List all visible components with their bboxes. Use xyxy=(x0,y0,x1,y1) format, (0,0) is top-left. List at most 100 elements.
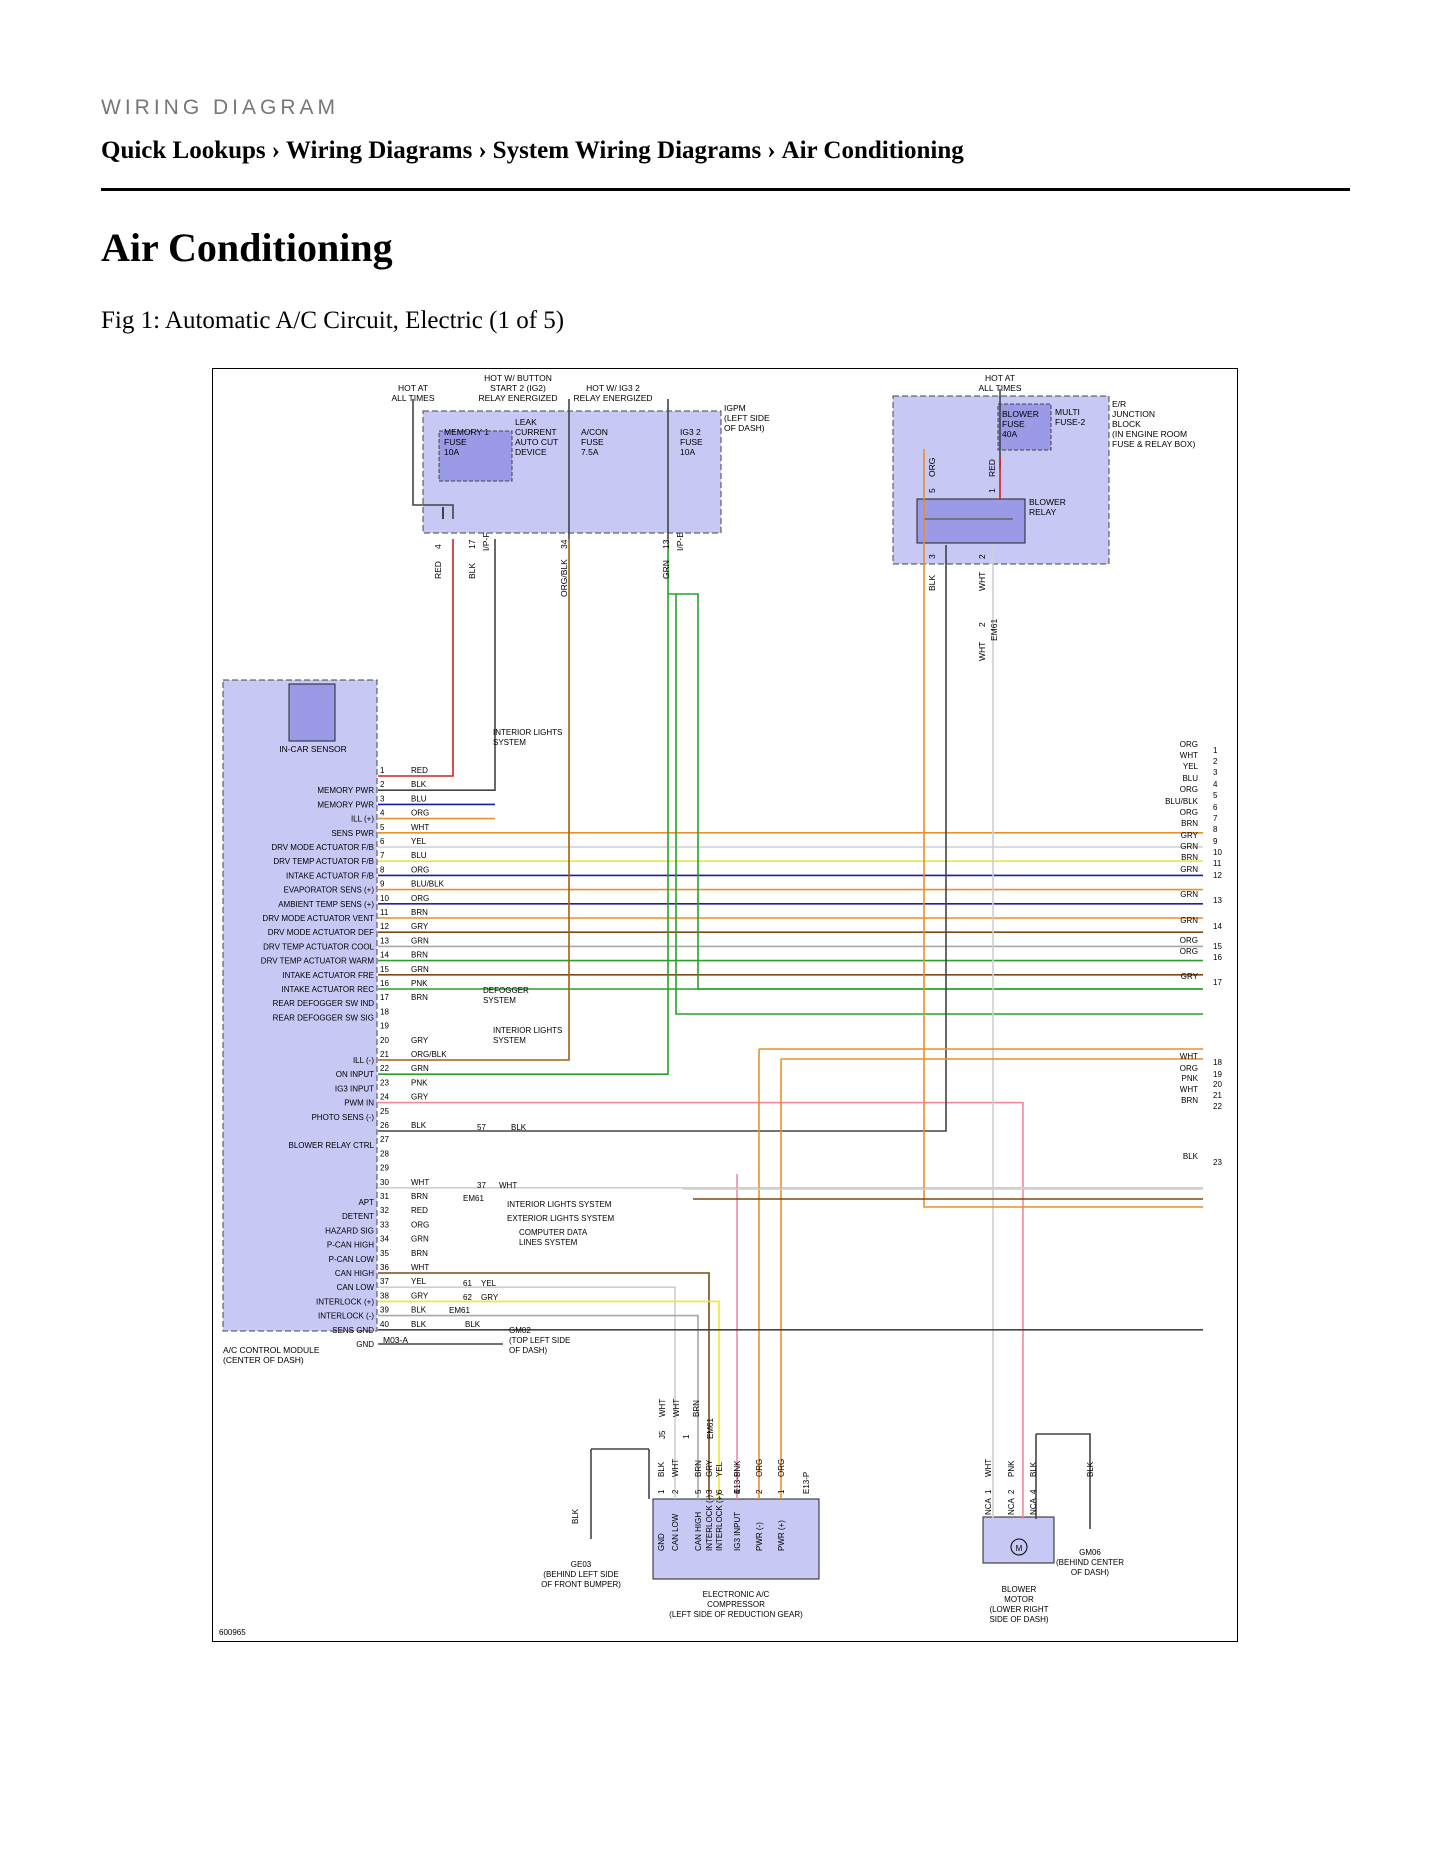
module-pin-color: WHT xyxy=(411,1263,429,1272)
in-car-sensor-label: IN-CAR SENSOR xyxy=(279,744,347,754)
right-edge-color: GRN xyxy=(1180,916,1198,925)
breadcrumb-system-wiring-diagrams[interactable]: System Wiring Diagrams xyxy=(492,137,762,164)
module-pin-number: 8 xyxy=(380,865,385,874)
compressor-wire-color: ORG xyxy=(755,1459,764,1477)
blower-motor-label: SIDE OF DASH) xyxy=(989,1615,1048,1624)
igpm-hot-button-label: START 2 (IG2) xyxy=(490,383,546,393)
right-edge-number: 12 xyxy=(1213,871,1222,880)
module-pin-color: BLU xyxy=(411,794,427,803)
compressor-upper-color: BRN xyxy=(692,1400,701,1417)
module-pin-color: ORG xyxy=(411,1220,429,1229)
igpm-label: (LEFT SIDE xyxy=(724,413,770,423)
right-edge-color: YEL xyxy=(1183,762,1199,771)
module-pin-function: DRV MODE ACTUATOR F/B xyxy=(271,843,374,852)
wire-color-label: WHT xyxy=(977,572,987,591)
er-box-label: E/R xyxy=(1112,399,1126,409)
right-edge-color: GRN xyxy=(1180,865,1198,874)
leak-device-label: AUTO CUT xyxy=(515,437,558,447)
right-edge-color: GRN xyxy=(1180,890,1198,899)
acon-fuse-label: 7.5A xyxy=(581,447,599,457)
right-edge-number: 19 xyxy=(1213,1070,1222,1079)
right-edge-color: PNK xyxy=(1182,1074,1199,1083)
igpm-pin: 34 xyxy=(559,539,569,549)
module-pin-function: HAZARD SIG xyxy=(325,1226,374,1235)
module-pin-number: 26 xyxy=(380,1121,389,1130)
ge03-label: OF FRONT BUMPER) xyxy=(541,1580,621,1589)
module-pin-function: GND xyxy=(356,1340,374,1349)
module-pin-number: 30 xyxy=(380,1178,389,1187)
module-pin-color: WHT xyxy=(411,823,429,832)
multi-fuse-label: FUSE-2 xyxy=(1055,417,1086,427)
page-eyebrow: WIRING DIAGRAM xyxy=(101,96,339,119)
wire-color-label: GRN xyxy=(661,560,671,579)
module-pin-function: REAR DEFOGGER SW SIG xyxy=(273,1013,374,1022)
er-pin: 3 xyxy=(927,554,937,559)
wire-color-label: BLK xyxy=(927,575,937,591)
module-pin-function: SENS PWR xyxy=(331,829,374,838)
right-edge-number: 22 xyxy=(1213,1102,1222,1111)
right-edge-number: 18 xyxy=(1213,1058,1222,1067)
module-pin-number: 36 xyxy=(380,1263,389,1272)
right-edge-color: ORG xyxy=(1180,1064,1198,1073)
gm02-label: (TOP LEFT SIDE xyxy=(509,1336,570,1345)
blower-fuse-box xyxy=(997,403,1052,451)
right-edge-color: GRY xyxy=(1181,972,1199,981)
breadcrumb-air-conditioning[interactable]: Air Conditioning xyxy=(781,137,964,164)
module-pin-number: 22 xyxy=(380,1064,389,1073)
compressor-wire-color: GRY xyxy=(705,1459,714,1477)
breadcrumb-quick-lookups[interactable]: Quick Lookups xyxy=(101,137,266,164)
igpm-hot-label: ALL TIMES xyxy=(392,393,435,403)
compressor-upper-color: WHT xyxy=(672,1399,681,1417)
module-pin-color: GRY xyxy=(411,922,429,931)
right-edge-color: BLU/BLK xyxy=(1165,797,1199,806)
module-pin-number: 16 xyxy=(380,979,389,988)
compressor-label: (LEFT SIDE OF REDUCTION GEAR) xyxy=(669,1610,803,1619)
right-edge-number: 4 xyxy=(1213,780,1218,789)
module-pin-color: BLU xyxy=(411,851,427,860)
right-edge-color: WHT xyxy=(1180,1085,1198,1094)
module-pin-number: 18 xyxy=(380,1007,389,1016)
module-pin-number: 24 xyxy=(380,1093,389,1102)
blower-fuse-label: BLOWER xyxy=(1002,409,1039,419)
module-pin-function: CAN LOW xyxy=(337,1283,375,1292)
blower-motor-wire-color: BLK xyxy=(1086,1461,1095,1477)
wire-ill-neg xyxy=(378,539,570,1061)
right-edge-color: ORG xyxy=(1180,808,1198,817)
module-pin-number: 40 xyxy=(380,1320,389,1329)
module-pin-number: 9 xyxy=(380,880,385,889)
compressor-wire-color: WHT xyxy=(671,1459,680,1477)
module-pin-number: 6 xyxy=(380,837,385,846)
module-pin-color: BLK xyxy=(411,1121,427,1130)
blower-motor-pin: NCA xyxy=(1029,1497,1038,1515)
memory-fuse-label: FUSE xyxy=(444,437,467,447)
igpm-pin: 4 xyxy=(433,544,443,549)
compressor-wire-color: PNK xyxy=(733,1460,742,1477)
compressor-wire-color: YEL xyxy=(715,1461,724,1477)
module-pin-function: CAN HIGH xyxy=(335,1269,374,1278)
module-pin-function: P-CAN LOW xyxy=(329,1255,375,1264)
er-box-label: FUSE & RELAY BOX) xyxy=(1112,439,1195,449)
em61-pin: 2 xyxy=(977,622,987,627)
memory-fuse-label: 10A xyxy=(444,447,459,457)
right-edge-number: 3 xyxy=(1213,768,1218,777)
right-edge-color: BLK xyxy=(1183,1152,1199,1161)
compressor-pin-function: INTERLOCK (+) xyxy=(715,1493,724,1551)
splice-label: 57 xyxy=(477,1123,486,1132)
right-edge-color: ORG xyxy=(1180,785,1198,794)
er-box-label: BLOCK xyxy=(1112,419,1141,429)
breadcrumb-wiring-diagrams[interactable]: Wiring Diagrams xyxy=(286,137,473,164)
compressor-pin-function: IG3 INPUT xyxy=(733,1512,742,1551)
module-pin-color: BRN xyxy=(411,1249,428,1258)
module-pin-number: 39 xyxy=(380,1306,389,1315)
compressor-pin-number: 3 xyxy=(705,1489,714,1494)
computer-data-ref: COMPUTER DATA xyxy=(519,1228,588,1237)
leak-device-label: CURRENT xyxy=(515,427,557,437)
interior-lights-ref: INTERIOR LIGHTS xyxy=(493,728,562,737)
splice-label: BLK xyxy=(465,1320,481,1329)
compressor-pin-number: 1 xyxy=(657,1489,666,1494)
module-pin-function: INTERLOCK (-) xyxy=(318,1312,374,1321)
er-hot-label: ALL TIMES xyxy=(979,383,1022,393)
module-pin-number: 28 xyxy=(380,1149,389,1158)
module-pin-number: 21 xyxy=(380,1050,389,1059)
